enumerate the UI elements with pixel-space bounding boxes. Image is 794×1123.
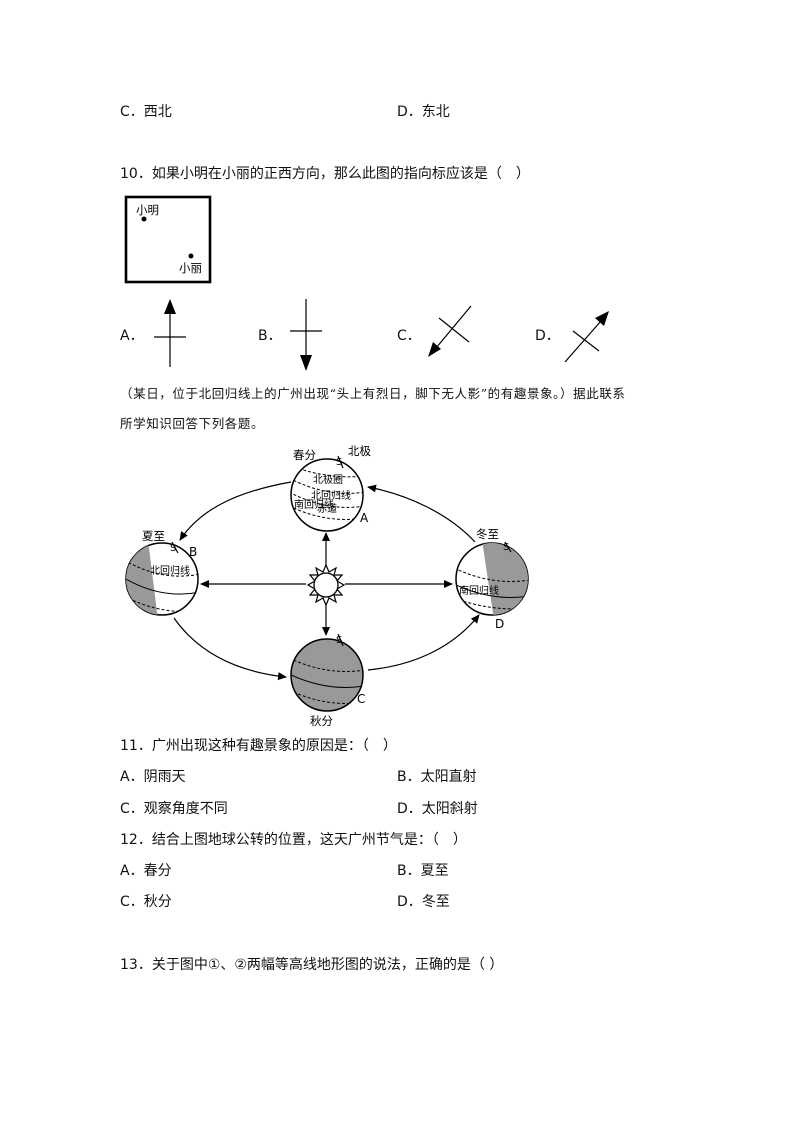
label-chunfen: 春分 [293,448,316,462]
north-arrow-southwest-icon [428,305,472,357]
label-tropic-of-capricorn-a: 南回归线 [294,498,334,511]
north-arrow-down-icon [290,299,322,371]
earth-position-d: S 冬至 南回归线 D [455,527,529,631]
passage-intro-line2: 所学知识回答下列各题。 [120,416,265,431]
earth-position-c: S C 秋分 [290,633,365,728]
orbit-arc-a-to-b [179,481,292,541]
orbit-arc-b-to-c [173,617,287,681]
north-pole-mark-b: S [170,543,176,554]
xiaoli-dot [188,253,194,259]
earth-position-b: S 夏至 B 北回归线 [125,529,199,616]
q12-option-c: C．秋分 [120,894,172,910]
q13-stem: 13．关于图中①、②两幅等高线地形图的说法，正确的是（ ） [120,957,504,973]
xiaoming-dot [141,216,147,222]
label-arctic-circle: 北极圈 [313,473,343,486]
label-point-a: A [360,511,369,525]
orbit-arc-c-to-d [367,614,480,671]
label-point-d: D [495,617,504,631]
q12-stem: 12．结合上图地球公转的位置，这天广州节气是：（ ） [120,832,467,848]
label-point-b: B [189,545,197,559]
q10-option-a-label: A． [120,328,144,344]
passage-intro-line1: （某日，位于北回归线上的广州出现“头上有烈日，脚下无人影”的有趣景象。）据此联系 [120,386,626,401]
earth-revolution-diagram: S 春分 北极 北极圈 北回归线 赤道 南回归线 A S 夏至 B 北回归线 S [125,444,529,728]
sun-icon [306,563,346,607]
label-tropic-of-cancer-a: 北回归线 [311,489,351,502]
label-point-c: C [357,692,365,706]
xiaoming-label: 小明 [136,203,159,217]
xiaoli-label: 小丽 [179,261,202,275]
q11-option-a: A．阴雨天 [120,769,186,785]
q12-option-b: B．夏至 [397,863,449,879]
orbit-arc-d-to-a [367,484,476,543]
north-pole-mark-a: S [336,457,342,468]
q12-option-d: D．冬至 [397,894,450,910]
north-pole-mark-c: S [336,635,342,646]
label-tropic-of-cancer-b: 北回归线 [150,564,190,577]
q10-stem: 10．如果小明在小丽的正西方向，那么此图的指向标应该是（ ） [120,166,530,182]
q11-stem: 11．广州出现这种有趣景象的原因是：（ ） [120,738,397,754]
q10-option-d-label: D． [535,328,560,344]
q11-option-b: B．太阳直射 [397,769,477,785]
label-equator: 赤道 [317,502,337,515]
label-tropic-of-capricorn-d: 南回归线 [459,584,499,597]
q11-option-c: C．观察角度不同 [120,801,228,817]
label-xiazhi: 夏至 [142,529,165,543]
label-qiufen: 秋分 [310,714,333,728]
north-arrow-up-icon [154,299,186,367]
label-dongzhi: 冬至 [476,527,499,541]
q9-option-c: C．西北 [120,104,172,120]
q11-option-d: D．太阳斜射 [397,801,478,817]
north-pole-mark-d: S [503,542,509,553]
q10-option-b-label: B． [258,328,282,344]
q10-map-figure: 小明 小丽 [124,195,212,284]
q9-option-d: D．东北 [397,104,450,120]
north-arrow-northeast-icon [564,311,609,363]
q10-option-c-label: C． [397,328,421,344]
label-beiji: 北极 [348,444,371,458]
earth-position-a: S 春分 北极 北极圈 北回归线 赤道 南回归线 A [290,444,371,532]
q12-option-a: A．春分 [120,863,172,879]
